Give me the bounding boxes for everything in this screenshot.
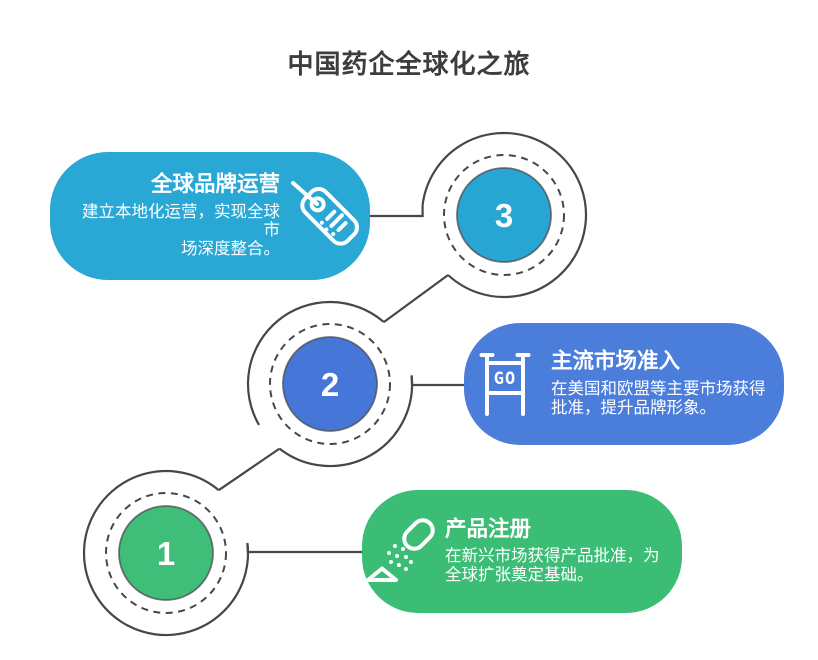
outer-ring-step3: [421, 131, 588, 299]
step-card-description: 在美国和欧盟等主要市场获得 批准，提升品牌形象。: [551, 379, 766, 417]
step-card-product-registration: 产品注册 在新兴市场获得产品批准，为 全球扩张奠定基础。: [362, 490, 682, 613]
price-tag-icon: [284, 176, 368, 256]
pill-capsule-icon: [366, 517, 436, 586]
go-sign-label: GO: [494, 369, 516, 389]
dashed-ring-step1: [105, 492, 227, 614]
step-node-3: 3: [421, 131, 588, 299]
go-sign-icon: GO: [472, 347, 538, 421]
step-number-1: 1: [157, 535, 175, 572]
outer-ring-step2-right: [278, 375, 414, 468]
connector-step1-card: [246, 542, 362, 554]
step-card-brand-operation: 全球品牌运营 建立本地化运营，实现全球市 场深度整合。: [50, 152, 370, 280]
connector-step2-card: [410, 375, 464, 387]
node-circle-step1: [118, 505, 214, 601]
step-card-title: 主流市场准入: [551, 349, 681, 374]
step-card-title: 产品注册: [445, 516, 532, 541]
step-card-title: 全球品牌运营: [150, 172, 280, 197]
connector-step1-step2: [218, 447, 281, 492]
node-circle-step2: [282, 336, 378, 432]
outer-ring-step2-left: [246, 300, 385, 426]
step-number-3: 3: [495, 197, 513, 234]
connector-step3-card: [370, 205, 424, 218]
page-title: 中国药企全球化之旅: [287, 49, 531, 79]
node-circle-step3: [456, 167, 552, 263]
connector-step2-step3: [383, 274, 449, 323]
step-card-description: 在新兴市场获得产品批准，为 全球扩张奠定基础。: [445, 547, 660, 585]
step-node-2: 2: [246, 300, 414, 468]
outer-ring-step1: [82, 469, 250, 637]
step-card-market-access: GO 主流市场准入 在美国和欧盟等主要市场获得 批准，提升品牌形象。: [464, 323, 784, 445]
dashed-ring-step2: [269, 323, 391, 445]
dashed-ring-step3: [443, 154, 565, 276]
step-node-1: 1: [82, 469, 250, 637]
step-number-2: 2: [321, 366, 339, 403]
step-card-description: 建立本地化运营，实现全球市 场深度整合。: [82, 202, 280, 259]
